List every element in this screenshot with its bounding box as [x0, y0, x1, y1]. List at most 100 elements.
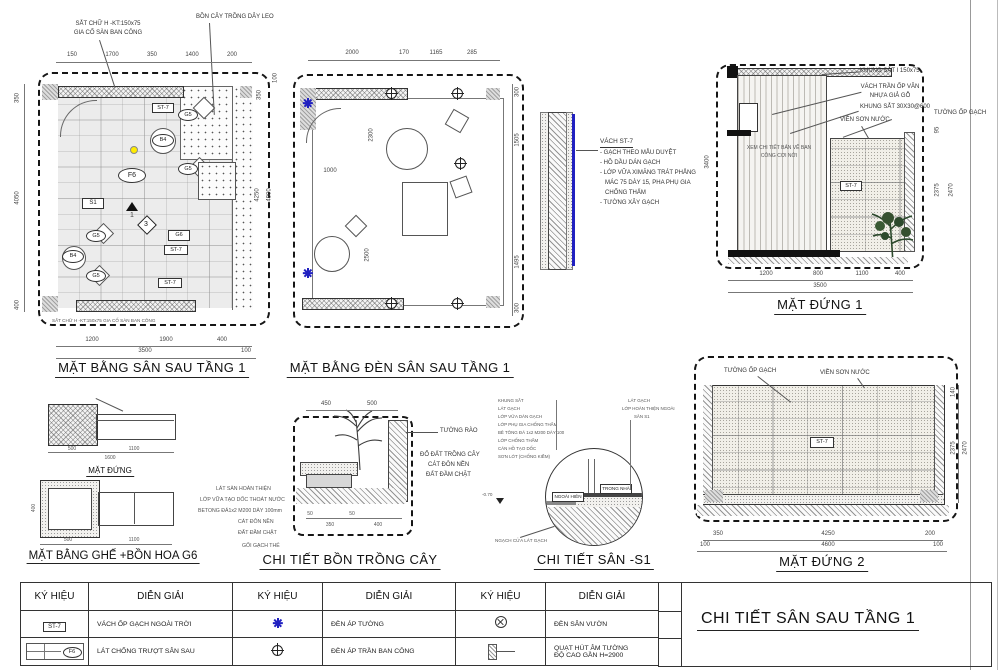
bench-planter-elev — [48, 404, 98, 446]
elev2-ground-hatch — [697, 505, 949, 516]
dim-line — [56, 62, 252, 63]
legend-symbol-fan — [455, 637, 546, 666]
bench-plan-title-text: MẶT BẰNG GHẾ +BỒN HOA G6 — [26, 550, 200, 564]
wall-lamp-icon — [303, 268, 314, 278]
bench-plan-title: MẶT BẰNG GHẾ +BỒN HOA G6 — [26, 550, 200, 564]
dim: 400 — [216, 337, 228, 343]
plan2-corner-block — [486, 88, 500, 100]
tag-label: ST-7 — [816, 439, 828, 445]
elev2-boundary — [694, 356, 958, 522]
planter-note: BETONG ĐÁ1x2 M200 DÀY 100mm — [198, 508, 282, 514]
dim: 2470 — [948, 183, 955, 197]
exhaust-fan-icon — [486, 644, 516, 661]
s1-step — [546, 501, 576, 505]
section-tile-layer — [572, 114, 575, 266]
dim-line — [56, 346, 252, 347]
planter-note: GỐI GẠCH THẺ — [242, 543, 280, 549]
plan2-wall-block — [300, 88, 316, 130]
dim: 3500 — [138, 348, 152, 354]
tag-g6: G6 — [168, 230, 190, 241]
dim: 2375 — [934, 183, 941, 197]
s1-note-bottom: NGẠCH CỬA LÁT GẠCH — [495, 538, 548, 543]
tag-f6: F6 — [62, 646, 82, 658]
tag-s1: S1 — [82, 198, 104, 209]
elev2-brick-wall — [703, 385, 945, 505]
dim: 1100 — [128, 446, 140, 452]
legend-symbol-wall-lamp — [232, 610, 323, 638]
dim: 2500 — [364, 248, 371, 262]
legend-desc: VÁCH ỐP GẠCH NGOÀI TRỜI — [88, 610, 233, 638]
plan1-corner-block — [42, 296, 58, 312]
dim: 100 — [699, 542, 711, 548]
plan1-rail-top — [58, 86, 184, 98]
leader-line — [95, 398, 124, 412]
tag-st7: ST-7 — [810, 437, 834, 448]
dim: 4800 — [266, 188, 273, 202]
tag-label: ST-7 — [157, 105, 169, 111]
plan2-table — [386, 128, 428, 170]
dim: 4250 — [254, 188, 261, 202]
section-note: - TƯỜNG XÂY GẠCH — [600, 200, 660, 206]
dim: 350 — [325, 522, 335, 528]
sheet-border-line — [970, 0, 971, 670]
elev1-label-frame: KHUNG SẮT I 150x75 — [860, 68, 920, 74]
tag-st7: ST-7 — [152, 103, 174, 113]
planter-bench-slab — [300, 462, 358, 476]
legend-desc-line: ĐỘ CAO GẦN H=2900 — [554, 651, 624, 659]
elev2-base-block — [705, 490, 723, 502]
plant-illustration — [871, 212, 914, 264]
leader-line — [556, 400, 557, 450]
dim: 1200 — [759, 271, 773, 277]
title-block-divider — [659, 611, 681, 612]
dim-line — [306, 518, 402, 519]
plan2-bench — [402, 182, 448, 236]
s1-note: LÁT GẠCH — [498, 406, 520, 411]
plan1-note-bottom: SẮT CHỮ H -KT:150x75 GIA CỐ SÀN BAN CÔNG — [52, 318, 156, 323]
elev2-title-text: MẶT ĐỨNG 2 — [776, 554, 868, 572]
dim-line — [56, 358, 256, 359]
dim: 170 — [398, 50, 410, 56]
tag-b4: B4 — [62, 250, 84, 263]
s1-detail-circle — [545, 448, 643, 546]
tag-b4: B4 — [152, 134, 174, 147]
dim-line — [308, 60, 500, 61]
dim: 450 — [320, 401, 332, 407]
plan2-boundary — [293, 74, 524, 328]
planter-note: ĐẤT ĐẦM CHẶT — [426, 472, 471, 478]
plan2-inner-wall — [312, 98, 504, 306]
tag-label: F6 — [127, 172, 137, 179]
bench-elev-line — [96, 420, 174, 421]
sheet-title: CHI TIẾT SÂN SAU TẦNG 1 — [697, 609, 920, 631]
tag-g5: G5 — [86, 270, 106, 282]
dim: 100 — [240, 348, 252, 354]
dim: 800 — [812, 271, 824, 277]
plan1-corner-block — [240, 86, 252, 98]
bench-elev-title-text: MẶT ĐỨNG — [86, 466, 134, 477]
level-marker-icon — [496, 498, 504, 504]
bench-planter-inner — [48, 488, 92, 530]
wall-lamp-icon — [272, 618, 283, 628]
dim: 1100 — [128, 537, 140, 543]
dim: 1400 — [185, 52, 199, 58]
planter-label-fence: TƯỜNG RÀO — [440, 428, 478, 434]
elev1-title: MẶT ĐỨNG 1 — [774, 297, 866, 315]
elev1-edge-column — [904, 132, 915, 252]
dim: 4600 — [821, 542, 835, 548]
s1-note: LỚP PHỤ GIA CHỐNG THẤM — [498, 422, 558, 427]
dim: 200 — [924, 531, 936, 537]
s1-note: KHUNG SẮT — [498, 398, 524, 403]
legend-header-desc: DIỄN GIẢI — [88, 582, 233, 611]
dim: 50 — [307, 511, 313, 517]
ceiling-lamp-icon — [384, 296, 398, 310]
planter-note: LÁT SÀN HOÀN THIỆN — [216, 486, 271, 492]
plan1-yellow-marker — [130, 146, 138, 154]
elev2-label-paint: VIỀN SƠN NƯỚC — [820, 370, 870, 376]
dim: 400 — [14, 299, 21, 311]
legend-header-desc: DIỄN GIẢI — [322, 582, 456, 611]
elev1-column-black — [727, 66, 738, 78]
s1-floor-finish — [576, 493, 642, 497]
plan1-planter-box — [198, 162, 236, 200]
dim-line — [48, 452, 174, 453]
elev1-label-panel: VÁCH TRẦN ỐP VÂN — [860, 84, 920, 90]
